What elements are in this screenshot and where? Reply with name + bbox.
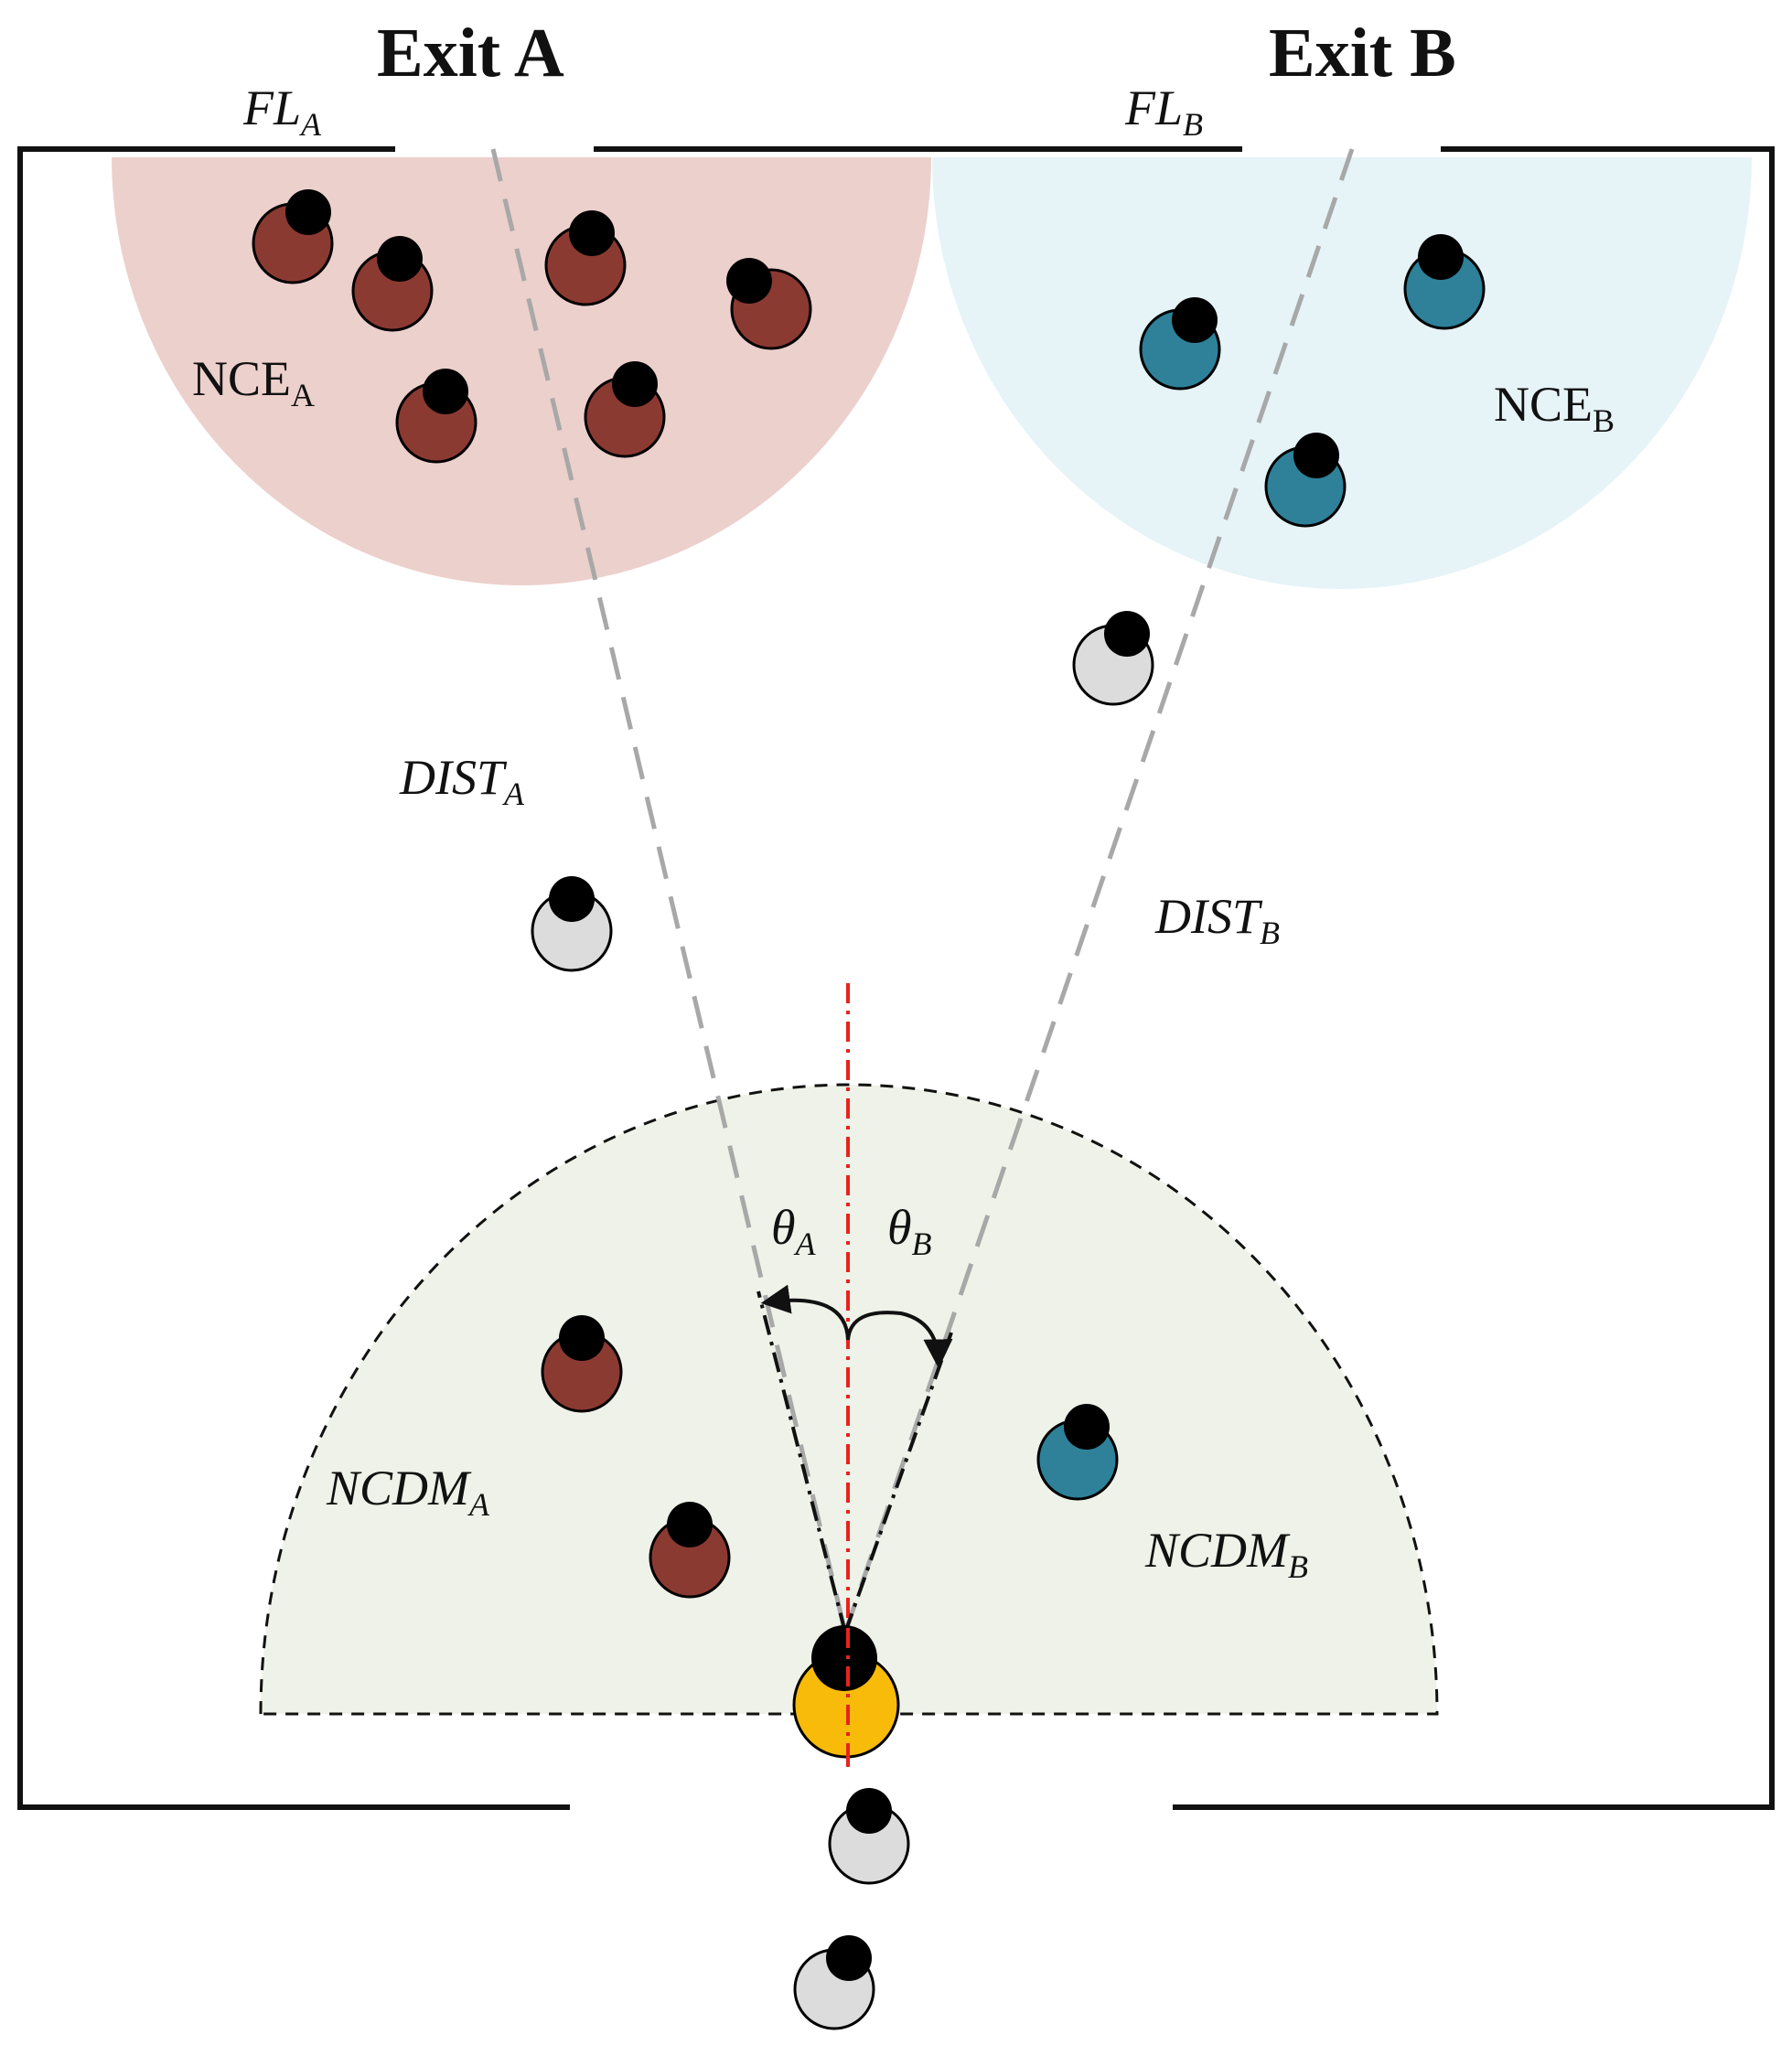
pedestrians-exit-a bbox=[252, 189, 812, 1599]
dist-b-label: DISTB bbox=[1154, 889, 1280, 951]
dist-a-label: DISTA bbox=[399, 750, 525, 812]
fl-a-label: FLA bbox=[242, 80, 322, 143]
nce-b-zone bbox=[932, 157, 1752, 589]
pedestrians-undecided bbox=[531, 611, 1154, 2030]
decision-maker-pedestrian bbox=[792, 1625, 900, 1767]
ncdm-zone bbox=[259, 1083, 1439, 1716]
pedestrian-a bbox=[541, 1315, 623, 1413]
pedestrian-b bbox=[1036, 1404, 1119, 1501]
pedestrian-b bbox=[1139, 297, 1221, 391]
nce-b-label: NCEB bbox=[1494, 377, 1615, 439]
pedestrian-a bbox=[351, 236, 434, 332]
pedestrian-a bbox=[649, 1502, 731, 1599]
theta-a-label: θA bbox=[771, 1200, 817, 1262]
room-walls bbox=[17, 146, 1775, 1810]
pedestrian-a bbox=[544, 210, 627, 306]
fl-b-label: FLB bbox=[1124, 80, 1203, 143]
angle-arc-b bbox=[846, 1311, 953, 1369]
pedestrian-a bbox=[395, 369, 478, 464]
pedestrian-a bbox=[584, 361, 666, 458]
exit-b-title: Exit B bbox=[1269, 15, 1456, 91]
pedestrian-neutral bbox=[828, 1788, 910, 1885]
pedestrian-neutral bbox=[793, 1935, 875, 2030]
pedestrian-neutral bbox=[531, 876, 613, 972]
pedestrian-a bbox=[726, 258, 812, 350]
pedestrians-exit-b bbox=[1036, 234, 1486, 1501]
pedestrian-neutral bbox=[1072, 611, 1154, 706]
pedestrian-b bbox=[1264, 433, 1347, 528]
ncdm-b-label: NCDMB bbox=[1144, 1523, 1308, 1585]
sight-line-exit-b bbox=[842, 148, 1355, 1633]
nce-a-label: NCEA bbox=[192, 351, 315, 413]
angle-ray-b bbox=[843, 1332, 953, 1633]
top-wall-right bbox=[1173, 146, 1775, 1810]
pedestrian-b bbox=[1403, 234, 1486, 330]
angle-arc-a bbox=[760, 1284, 850, 1341]
top-wall-left bbox=[17, 146, 570, 1810]
exit-a-title: Exit A bbox=[377, 15, 564, 91]
ncdm-a-label: NCDMA bbox=[326, 1461, 490, 1523]
theta-b-label: θB bbox=[887, 1200, 932, 1262]
pedestrian-a bbox=[252, 189, 334, 284]
